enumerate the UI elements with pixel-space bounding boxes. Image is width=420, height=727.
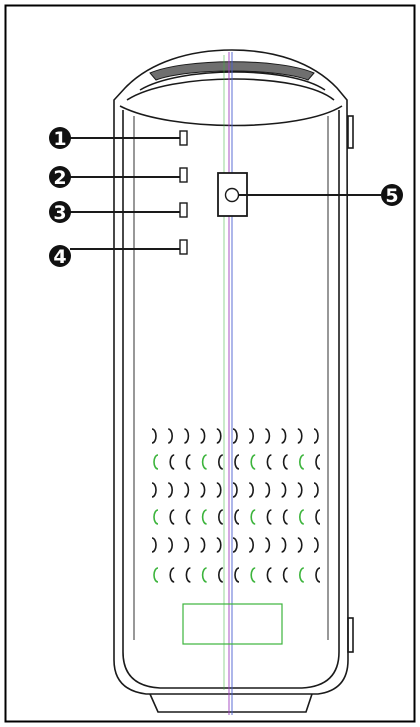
vent-slot — [216, 428, 222, 444]
vent-slot — [313, 428, 319, 444]
indicator-led-2 — [179, 167, 188, 183]
vent-slot — [200, 482, 206, 498]
indicator-led-3 — [179, 202, 188, 218]
vent-slot — [185, 509, 191, 525]
vent-slot — [218, 509, 224, 525]
vent-slot — [248, 537, 254, 553]
label-window — [182, 603, 283, 645]
vent-slot — [265, 537, 271, 553]
vent-slot — [167, 428, 173, 444]
vent-slot — [266, 509, 272, 525]
vent-slot — [299, 454, 305, 470]
vent-slot — [297, 482, 303, 498]
vent-slot — [266, 567, 272, 583]
vent-slot — [151, 537, 157, 553]
vent-slot — [297, 537, 303, 553]
vent-slot — [200, 537, 206, 553]
callout-3-label: 3 — [53, 202, 66, 224]
vent-slot — [232, 482, 238, 498]
leader-lines — [70, 137, 381, 250]
vent-slot — [200, 428, 206, 444]
vent-slot — [248, 482, 254, 498]
callout-5-label: 5 — [385, 185, 398, 207]
vent-slot — [167, 537, 173, 553]
vent-slot — [282, 454, 288, 470]
vent-slot — [185, 567, 191, 583]
vent-slot — [232, 428, 238, 444]
callout-4: 4 — [49, 245, 71, 268]
vent-slot — [282, 509, 288, 525]
callout-5: 5 — [381, 184, 403, 207]
vent-slot — [234, 509, 240, 525]
vent-slot — [250, 509, 256, 525]
vent-slot — [250, 454, 256, 470]
vent-slot — [184, 537, 190, 553]
vent-slot — [315, 567, 321, 583]
vent-slot — [250, 567, 256, 583]
vent-slot — [216, 482, 222, 498]
callout-3: 3 — [49, 201, 71, 224]
vent-slot — [153, 567, 159, 583]
vent-slot — [265, 428, 271, 444]
indicator-led-4 — [179, 239, 188, 255]
vent-slot — [153, 509, 159, 525]
vent-slot — [184, 428, 190, 444]
vent-slot — [218, 567, 224, 583]
vent-slot — [151, 482, 157, 498]
vent-slot — [281, 482, 287, 498]
callout-2: 2 — [49, 166, 71, 189]
callout-1: 1 — [49, 127, 71, 150]
indicator-led-1 — [179, 130, 188, 146]
callout-1-label: 1 — [53, 128, 66, 150]
vent-slot — [201, 454, 207, 470]
vent-slot — [169, 509, 175, 525]
callout-4-label: 4 — [53, 246, 66, 268]
vent-slot — [266, 454, 272, 470]
outer-frame — [4, 4, 416, 723]
vent-slot — [185, 454, 191, 470]
vent-slot — [167, 482, 173, 498]
vent-slot — [281, 537, 287, 553]
vent-slot — [297, 428, 303, 444]
vent-grille — [151, 428, 321, 583]
vent-slot — [234, 567, 240, 583]
vent-slot — [265, 482, 271, 498]
vent-slot — [218, 454, 224, 470]
vent-slot — [184, 482, 190, 498]
indicator-leds — [179, 130, 188, 255]
callout-2-label: 2 — [53, 167, 66, 189]
vent-slot — [169, 454, 175, 470]
vent-slot — [169, 567, 175, 583]
vent-slot — [315, 509, 321, 525]
vent-slot — [151, 428, 157, 444]
vent-slot — [232, 537, 238, 553]
vent-slot — [281, 428, 287, 444]
vent-slot — [201, 509, 207, 525]
guide-lines — [223, 52, 233, 715]
vent-slot — [153, 454, 159, 470]
vent-slot — [299, 509, 305, 525]
vent-slot — [313, 482, 319, 498]
vent-slot — [216, 537, 222, 553]
device-body — [113, 49, 354, 713]
vent-slot — [234, 454, 240, 470]
vent-slot — [248, 428, 254, 444]
vent-slot — [201, 567, 207, 583]
vent-slot — [315, 454, 321, 470]
vent-slot — [299, 567, 305, 583]
vent-slot — [282, 567, 288, 583]
vent-slot — [313, 537, 319, 553]
